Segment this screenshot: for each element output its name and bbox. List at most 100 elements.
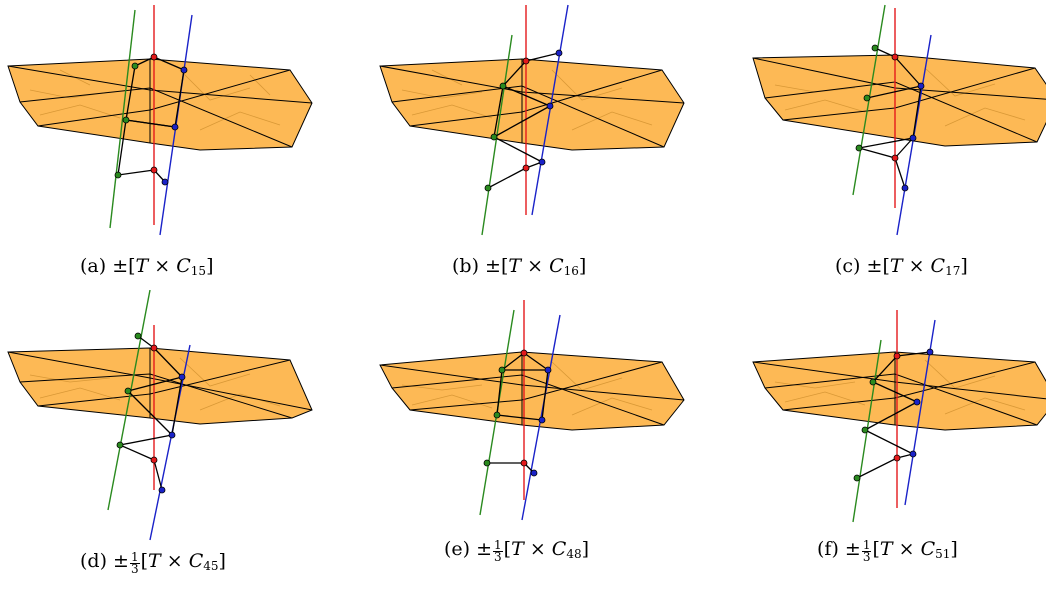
polyhedron-edge xyxy=(19,87,293,148)
green-vertex xyxy=(499,82,507,90)
green-vertex xyxy=(134,332,142,340)
chain-link xyxy=(493,136,543,163)
inner-edge xyxy=(784,391,866,406)
blue-vertex xyxy=(538,416,546,424)
polyhedron-edge xyxy=(391,374,665,426)
chain-link xyxy=(493,105,551,138)
symbol-C: C xyxy=(920,538,936,560)
red-vertex xyxy=(150,456,158,464)
fraction-numerator: 1 xyxy=(129,550,140,564)
left-bracket: [ xyxy=(872,538,880,560)
inner-edge xyxy=(29,374,111,383)
chain-link xyxy=(858,147,896,159)
subscript-index: 16 xyxy=(563,264,579,278)
chain-link xyxy=(894,157,906,189)
times-symbol: × xyxy=(523,538,552,560)
polyhedron-edge xyxy=(391,85,665,148)
chain-link xyxy=(541,369,549,421)
inner-edge xyxy=(774,381,856,389)
right-bracket: ] xyxy=(578,255,587,277)
red-vertex xyxy=(522,164,530,172)
inner-edge xyxy=(571,111,653,131)
polyhedron-face xyxy=(7,347,313,425)
inner-edge xyxy=(924,359,996,389)
symbol-T: T xyxy=(889,255,903,277)
green-vertex xyxy=(853,474,861,482)
fraction-numerator: 1 xyxy=(493,538,503,552)
left-bracket: [ xyxy=(140,550,149,572)
caption-label: (a) xyxy=(80,255,113,277)
right-bracket: ] xyxy=(206,255,214,277)
solid-figure xyxy=(752,4,1046,236)
green-vertex xyxy=(863,94,871,102)
right-bracket: ] xyxy=(218,550,226,572)
fraction-denominator: 3 xyxy=(130,562,139,576)
chain-link xyxy=(874,47,896,58)
blue-vertex xyxy=(917,82,925,90)
polyhedron-face xyxy=(752,54,1046,147)
subscript-index: 45 xyxy=(203,559,219,573)
times-symbol: × xyxy=(521,255,550,277)
blue-vertex xyxy=(161,178,169,186)
inner-edge xyxy=(944,107,1026,127)
red-vertex xyxy=(522,57,530,65)
polyhedron-edge xyxy=(409,361,663,411)
chain-link xyxy=(125,65,136,121)
symbol-C: C xyxy=(176,255,191,277)
panel-c: (c) ±[T × C17] xyxy=(745,0,1046,296)
chain-link xyxy=(127,376,183,392)
pm-symbol: ± xyxy=(844,538,861,560)
inner-edge xyxy=(401,89,483,99)
right-bracket: ] xyxy=(950,538,958,560)
green-vertex xyxy=(131,62,139,70)
subscript-index: 48 xyxy=(566,547,582,561)
left-bracket: [ xyxy=(128,255,136,277)
caption: (c) ±[T × C17] xyxy=(835,255,968,278)
red-vertex xyxy=(891,53,899,61)
blue-vertex xyxy=(555,49,563,57)
green-vertex xyxy=(493,411,501,419)
chain-link xyxy=(134,56,155,67)
inner-edge xyxy=(411,104,493,119)
caption-label: (d) xyxy=(80,550,114,572)
left-bracket: [ xyxy=(500,255,509,277)
caption: (b) ±[T × C16] xyxy=(452,255,586,278)
inner-edge xyxy=(924,67,996,97)
inner-edge xyxy=(551,361,623,391)
polyhedron-edge xyxy=(764,373,1038,426)
red-vertex xyxy=(520,459,528,467)
polyhedron-edge xyxy=(37,359,291,407)
inner-edge xyxy=(179,69,251,101)
subscript-index: 15 xyxy=(190,264,207,278)
chain-link xyxy=(119,434,173,446)
caption: (a) ±[T × C15] xyxy=(80,255,213,278)
inner-edge xyxy=(249,74,271,96)
green-vertex xyxy=(490,133,498,141)
chain-link xyxy=(119,444,155,461)
green-vertex xyxy=(871,44,879,52)
times-symbol: × xyxy=(160,550,189,572)
symbol-C: C xyxy=(551,538,567,560)
green-vertex xyxy=(483,459,491,467)
solid-figure xyxy=(752,310,1046,523)
pm-symbol: ± xyxy=(476,538,493,560)
chain-link xyxy=(174,69,185,128)
red-vertex xyxy=(520,349,528,357)
chain-link xyxy=(496,414,543,421)
inner-edge xyxy=(39,104,121,119)
pm-symbol: ± xyxy=(866,255,883,277)
chain-link xyxy=(858,137,914,149)
panel-a: (a) ±[T × C15] xyxy=(0,0,349,296)
inner-edge xyxy=(401,384,483,391)
polyhedron-face xyxy=(752,351,1046,431)
inner-edge xyxy=(944,397,1026,415)
symbol-T: T xyxy=(511,538,524,560)
chain-link xyxy=(502,85,551,107)
chain-link xyxy=(872,355,898,383)
inner-edge xyxy=(551,69,623,101)
chain-link xyxy=(502,60,527,87)
